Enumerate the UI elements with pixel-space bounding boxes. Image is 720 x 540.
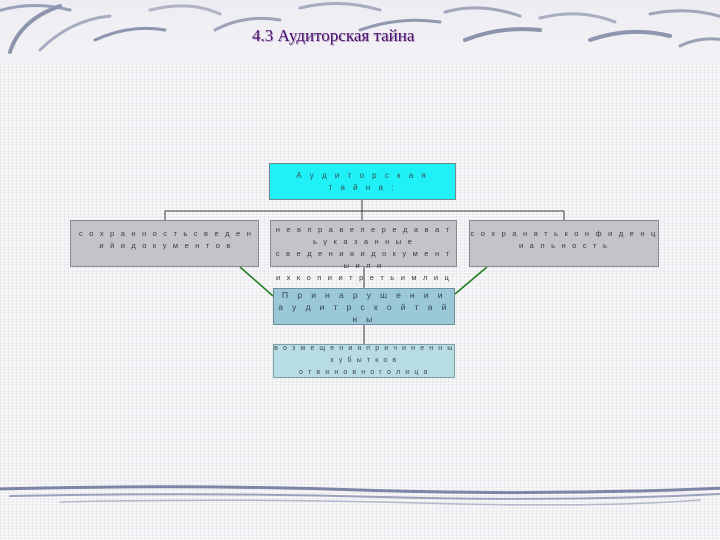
slide-title: 4.3 Аудиторская тайна (252, 26, 415, 45)
node-breach: П р и н а р у ш е н и и а у д и т р с к … (273, 288, 455, 325)
node-safekeeping: с о х р а н н о с т ь с в е д е н и й и … (70, 220, 259, 267)
root-node-audit-secret: А у д и т о р с к а я т а й н а : (269, 163, 456, 200)
node-no-disclosure: н е в п р а в е п е р е д а в а т ь у к … (270, 220, 457, 294)
node-compensation: в о з м е щ е н и я п р и ч и н е н н ы … (273, 344, 455, 378)
node-confidentiality: с о х р а н я т ь к о н ф и д е н ц и а … (469, 220, 659, 267)
